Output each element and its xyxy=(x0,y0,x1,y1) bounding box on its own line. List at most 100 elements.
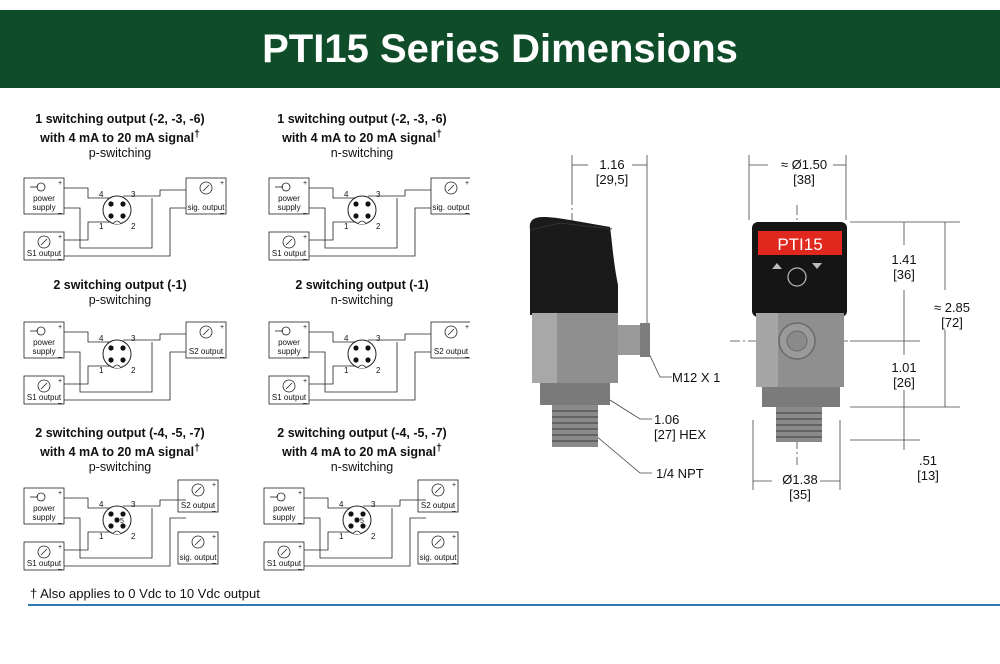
battery-icon xyxy=(276,492,286,502)
dim-metric: [29,5] xyxy=(595,172,629,187)
dim-upper-height: 1.41 [36] xyxy=(876,252,932,282)
dim-front-diameter: ≈ Ø1.50 [38] xyxy=(764,157,844,187)
wire xyxy=(64,517,186,567)
wire xyxy=(304,497,351,509)
dim-value: .51 xyxy=(918,453,938,468)
plus-sign: + xyxy=(58,490,62,497)
gauge-icon xyxy=(191,535,205,549)
wire xyxy=(368,189,431,197)
s1-output-box xyxy=(23,231,65,261)
connector-pin xyxy=(108,201,114,207)
s1-output-box xyxy=(23,541,65,571)
connector-pin xyxy=(353,201,359,207)
connector-pin xyxy=(365,213,371,219)
dim-lower-height: 1.01 [26] xyxy=(876,360,932,390)
connector-key xyxy=(357,364,367,369)
wire xyxy=(309,351,431,401)
display-text: PTI15 xyxy=(777,235,822,254)
wire xyxy=(123,189,186,197)
gauge-icon xyxy=(431,483,445,497)
wire xyxy=(64,207,186,257)
dim-connector: M12 X 1 xyxy=(672,370,742,385)
minus-sign: _ xyxy=(219,351,224,358)
diagram-title: 2 switching output (-4, -5, -7) xyxy=(35,426,205,440)
gauge-needle-icon xyxy=(40,238,48,246)
box-label: supply xyxy=(32,347,55,356)
diagram-title: 1 switching output (-2, -3, -6) xyxy=(35,112,205,126)
diagram-title: 2 switching output (-1) xyxy=(295,278,429,292)
sig-output-box xyxy=(185,177,227,215)
dagger: † xyxy=(194,443,200,454)
plus-sign: + xyxy=(465,180,469,187)
s2-output-box xyxy=(185,321,227,359)
diagram-3-caption: 2 switching output (-1) p-switching xyxy=(20,278,220,308)
wire xyxy=(363,499,426,507)
sig-output-box xyxy=(430,177,470,215)
wire xyxy=(309,365,356,385)
box-label: power xyxy=(273,504,295,513)
display-panel xyxy=(758,231,842,255)
diagram-mode: p-switching xyxy=(88,293,152,307)
pin-label: 5 xyxy=(120,518,124,525)
wire xyxy=(64,221,111,241)
wire xyxy=(309,187,356,199)
connector-pin xyxy=(114,517,120,523)
dim-metric: [27] HEX xyxy=(654,427,707,442)
minus-sign: _ xyxy=(464,207,469,214)
page-title: PTI15 Series Dimensions xyxy=(262,27,738,71)
minus-sign: _ xyxy=(57,207,62,214)
dagger: † xyxy=(436,129,442,140)
gauge-icon xyxy=(444,181,458,195)
m12-connector-icon xyxy=(347,339,377,369)
box-label: supply xyxy=(277,347,300,356)
diagram-6-caption: 2 switching output (-4, -5, -7) with 4 m… xyxy=(262,426,462,475)
gauge-icon xyxy=(282,379,296,393)
minus-sign: _ xyxy=(219,207,224,214)
box-label: power xyxy=(33,338,55,347)
gauge-icon xyxy=(37,379,51,393)
pin-label: 3 xyxy=(376,190,381,199)
minus-sign: _ xyxy=(297,563,302,570)
divider xyxy=(28,604,1000,606)
pin-label: 4 xyxy=(99,190,104,199)
dim-base-diameter: Ø1.38 [35] xyxy=(770,472,830,502)
gauge-icon xyxy=(282,235,296,249)
connector-key xyxy=(112,220,122,225)
wire xyxy=(64,497,111,509)
box-label: supply xyxy=(32,203,55,212)
box-label: S1 output xyxy=(267,559,302,568)
connector-pin xyxy=(120,357,126,363)
s2-output-box xyxy=(430,321,470,359)
connector-pin xyxy=(108,523,114,529)
gauge-needle-icon xyxy=(194,486,202,494)
dim-metric: [35] xyxy=(789,487,811,502)
dim-metric: [38] xyxy=(793,172,815,187)
gauge-needle-icon xyxy=(434,486,442,494)
diagram-title-2: with 4 mA to 20 mA signal xyxy=(282,445,437,460)
plus-sign: + xyxy=(303,234,307,241)
pin-label: 3 xyxy=(131,334,136,343)
gauge-needle-icon xyxy=(202,184,210,192)
diagram-title-2: with 4 mA to 20 mA signal xyxy=(40,131,195,146)
gauge-needle-icon xyxy=(447,328,455,336)
dim-npt: 1/4 NPT xyxy=(656,466,726,481)
wire xyxy=(309,207,431,257)
pin-label: 3 xyxy=(131,500,136,509)
wire xyxy=(64,365,111,385)
plus-sign: + xyxy=(298,490,302,497)
plus-sign: + xyxy=(220,180,224,187)
pin-label: 3 xyxy=(376,334,381,343)
gauge-icon xyxy=(277,545,291,559)
pin-label: 1 xyxy=(339,532,344,541)
up-arrow-icon xyxy=(772,263,782,269)
battery-icon xyxy=(36,182,46,192)
box-label: S1 output xyxy=(27,559,62,568)
dim-value: 1/4 NPT xyxy=(656,466,704,481)
connector-pin xyxy=(120,523,126,529)
m12-connector-icon xyxy=(102,339,132,369)
connector-pin xyxy=(108,357,114,363)
box-label: sig. output xyxy=(188,203,226,212)
dim-value: ≈ 2.85 xyxy=(933,300,971,315)
minus-sign: _ xyxy=(464,351,469,358)
